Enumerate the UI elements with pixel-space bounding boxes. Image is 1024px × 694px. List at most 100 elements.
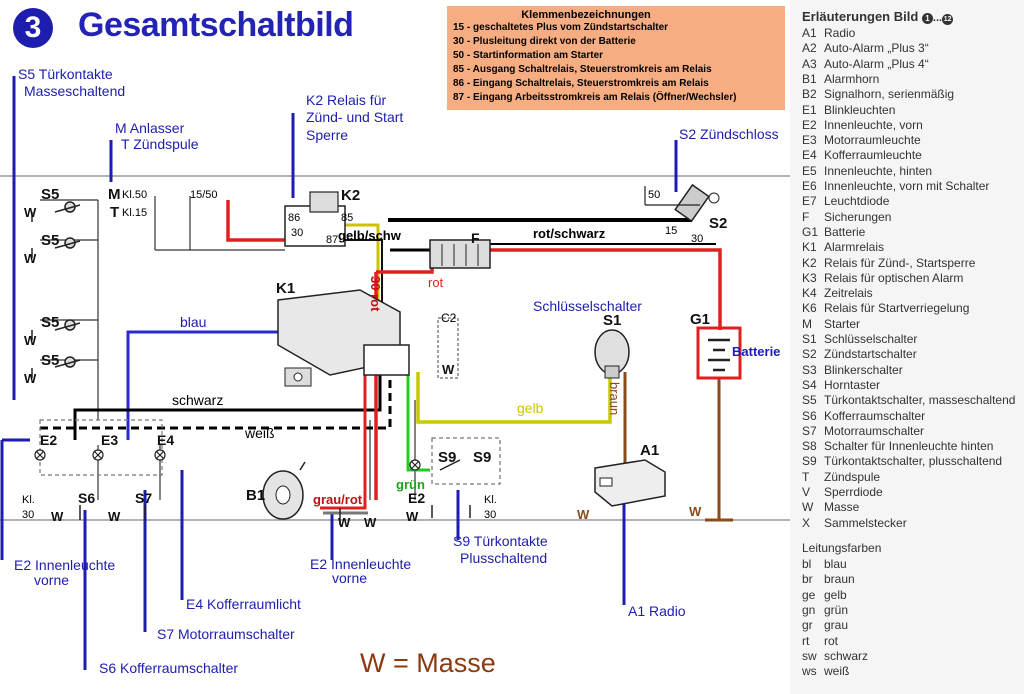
component-label-b1: B1 (246, 487, 266, 504)
explanation-text: Türkontaktschalter, plusschaltend (824, 454, 1003, 469)
callout-schluesselschalter: Schlüsselschalter (533, 298, 642, 314)
explanation-code: E5 (802, 163, 817, 178)
terminal-kl-30: 30 (484, 509, 497, 521)
explanation-text: Signalhorn, serienmäßig (824, 87, 955, 102)
terminal-kl50: Kl.50 (122, 189, 148, 201)
explanation-item: T Zündspule (802, 470, 880, 484)
component-label-a1: A1 (640, 442, 660, 459)
explanation-code: E6 (802, 179, 817, 193)
callout-s7: S7 Motorraumschalter (157, 626, 295, 642)
wire-label-blau: blau (180, 314, 207, 330)
terminal-50: 50 (648, 189, 661, 201)
wire-color-name: weiß (824, 664, 850, 679)
callout-t-line2: T Zündspule (121, 136, 199, 152)
wire-color-name: rot (824, 633, 839, 648)
callout-s5-line1: S5 Türkontakte (18, 66, 113, 82)
explanation-code: X (802, 515, 811, 530)
explanation-code: F (802, 209, 810, 224)
explanation-text: Innenleuchte, hinten (824, 163, 933, 178)
component-label-t: T (110, 204, 120, 221)
page-title: Gesamtschaltbild (78, 6, 354, 44)
explanation-text: Türkontaktschalter, masseschaltend (824, 393, 1016, 408)
explanation-text: Schalter für Innenleuchte hinten (824, 439, 994, 454)
callout-batterie: Batterie (732, 344, 781, 359)
terminal-15-50: 15/50 (190, 189, 218, 201)
radio-a1 (594, 459, 666, 507)
explanation-text: Innenleuchte, vorn mit Schalter (824, 179, 990, 193)
terminal-legend-line: 85 - Ausgang Schaltrelais, Steuerstromkr… (453, 64, 712, 75)
wire-label-gruen: grün (396, 477, 425, 492)
explanation-code: S1 (802, 332, 817, 346)
callout-s9-line1: S9 Türkontakte (453, 533, 548, 549)
wire-color-name: blau (824, 557, 847, 571)
callout-a1: A1 Radio (628, 603, 686, 619)
callout-e2-mid-line2: vorne (332, 570, 368, 586)
wire-label-rot: rot (428, 275, 444, 290)
explanation-text: Relais für Zünd-, Startsperre (824, 255, 976, 270)
ground-label: W (338, 515, 351, 530)
wire-color-code: gn (802, 602, 816, 617)
k2-pin-85: 85 (341, 212, 354, 224)
explanation-text: Sammelstecker (824, 515, 907, 530)
callout-e2-left-line2: vorne (34, 572, 70, 588)
wire-colors-title: Leitungsfarben (802, 541, 882, 555)
wire-color-code: bl (802, 557, 812, 571)
explanation-text: Auto-Alarm „Plus 3“ (824, 41, 929, 56)
terminal-legend-line: 15 - geschaltetes Plus vom Zündstartscha… (453, 22, 669, 33)
circuit-drawing (0, 76, 790, 670)
terminal-legend-line: 50 - Startinformation am Starter (453, 50, 604, 61)
terminal-legend-line: 86 - Eingang Schaltrelais, Steuerstromkr… (453, 78, 709, 89)
explanation-code: K2 (802, 255, 817, 270)
explanation-code: S2 (802, 347, 817, 362)
explanation-text: Relais für optischen Alarm (824, 270, 964, 285)
component-label-m: M (108, 186, 121, 203)
explanation-code: T (802, 469, 810, 484)
component-label-s5: S5 (41, 352, 60, 369)
explanation-code: M (802, 316, 812, 331)
ground-label: W (406, 509, 419, 524)
explanation-code: E4 (802, 148, 817, 163)
k2-pin-86: 86 (288, 212, 301, 224)
wire-label-gelb: gelb (517, 400, 544, 416)
explanation-text: Alarmrelais (824, 240, 885, 255)
wiring-diagram: 3 Gesamtschaltbild Klemmenbezeichnungen … (0, 6, 790, 678)
ground-label: W (108, 509, 121, 524)
ground-label: W (24, 251, 37, 266)
explanation-text: Zündspule (824, 469, 881, 484)
wire-color-name: gelb (824, 587, 847, 602)
explanation-item: M Starter (802, 317, 860, 331)
callout-s9-line2: Plusschaltend (460, 550, 548, 566)
component-label-s5: S5 (41, 314, 60, 331)
wire-label-weiss: weiß (245, 425, 275, 441)
ground-label: W (364, 515, 377, 530)
component-label-k1: K1 (276, 280, 296, 297)
k2-pin-30: 30 (291, 227, 304, 239)
component-label-e4: E4 (157, 432, 175, 448)
terminal-kl-30: 30 (22, 509, 35, 521)
explanation-text: Batterie (824, 224, 866, 239)
callout-s2: S2 Zündschloss (679, 126, 779, 142)
wire-color-code: rt (802, 633, 810, 648)
wire-color-name: braun (824, 572, 855, 587)
explanation-code: S7 (802, 423, 817, 438)
explanation-code: S6 (802, 408, 817, 423)
explanation-text: Starter (824, 316, 861, 331)
ground-label: W (442, 362, 455, 377)
callout-lines (0, 76, 678, 670)
callout-s6: S6 Kofferraumschalter (99, 660, 239, 676)
